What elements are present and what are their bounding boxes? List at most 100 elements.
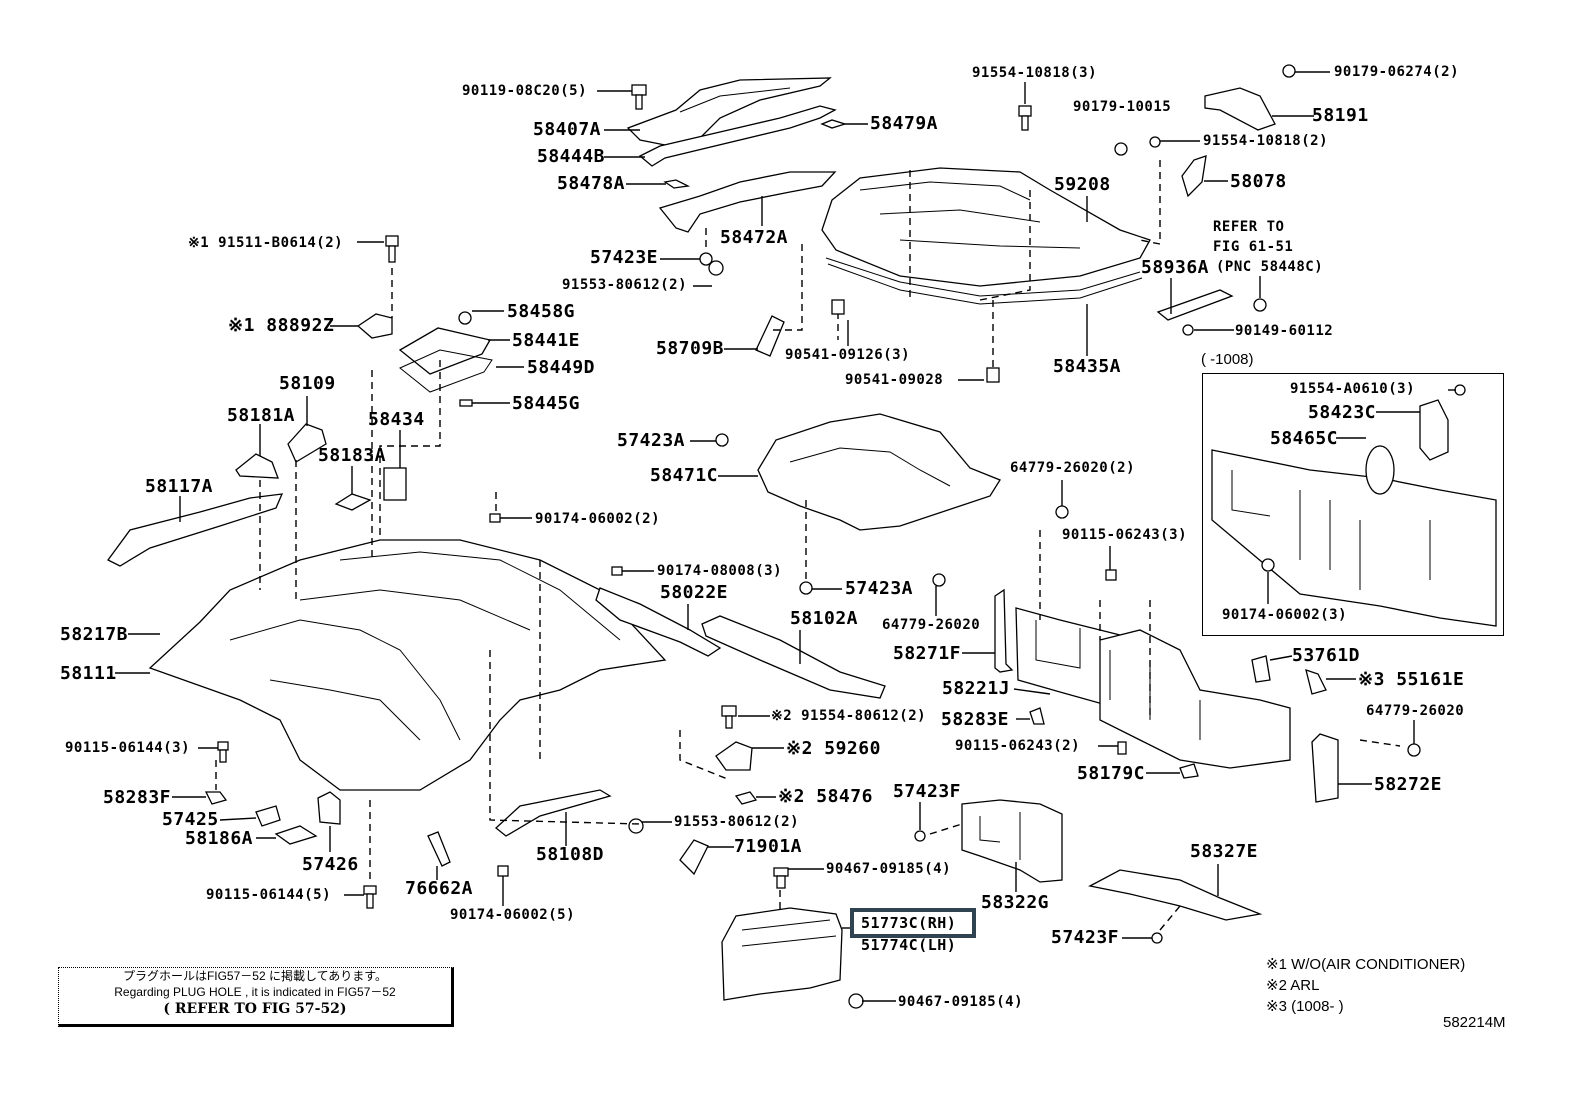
label-58217B[interactable]: 58217B [60,624,129,645]
label-57425[interactable]: 57425 [162,809,219,830]
label-58445G[interactable]: 58445G [512,393,581,414]
label-91554-10818-2[interactable]: 91554-10818(2) [1203,133,1329,149]
label-76662A[interactable]: 76662A [405,878,474,899]
label-90119-08C20[interactable]: 90119-08C20(5) [462,83,588,99]
label-88892Z[interactable]: ※1 88892Z [228,315,335,336]
label-58407A[interactable]: 58407A [533,119,602,140]
label-91554-80612[interactable]: ※2 91554-80612(2) [771,708,927,724]
part-58434-shape [383,467,407,501]
label-51773C-selected[interactable]: 51773C(RH) [861,914,957,932]
label-58471C[interactable]: 58471C [650,465,719,486]
refer-fig-57-52-link[interactable]: ( REFER TO FIG 57-52) [163,1001,347,1017]
label-58936A[interactable]: 58936A [1141,257,1210,278]
part-88892Z-shape [356,313,393,339]
label-58109[interactable]: 58109 [279,373,336,394]
label-58183A[interactable]: 58183A [318,445,387,466]
label-91511-B0614[interactable]: ※1 91511-B0614(2) [188,235,344,251]
label-58221J[interactable]: 58221J [942,678,1011,699]
bolt-90115-06144-3-shape [217,741,229,763]
label-58709B[interactable]: 58709B [656,338,725,359]
footnote-legend: ※1 W/O(AIR CONDITIONER) ※2 ARL ※3 (1008-… [1266,954,1465,1017]
part-51773C-shape [721,907,843,1001]
label-53761D[interactable]: 53761D [1292,645,1361,666]
label-58272E[interactable]: 58272E [1374,774,1443,795]
label-90174-06002-2[interactable]: 90174-06002(2) [535,511,661,527]
label-91553-80612-bot[interactable]: 91553-80612(2) [674,814,800,830]
label-57423A-mid[interactable]: 57423A [845,578,914,599]
label-58186A[interactable]: 58186A [185,828,254,849]
label-inset-58465C[interactable]: 58465C [1270,428,1339,449]
label-58179C[interactable]: 58179C [1077,763,1146,784]
label-58022E[interactable]: 58022E [660,582,729,603]
label-90149-60112[interactable]: 90149-60112 [1235,323,1334,339]
label-inset-91554-A0610[interactable]: 91554-A0610(3) [1290,381,1416,397]
label-58449D[interactable]: 58449D [527,357,596,378]
label-90179-10015[interactable]: 90179-10015 [1073,99,1172,115]
clip-55161E-shape [1305,669,1327,695]
label-59208[interactable]: 59208 [1054,174,1111,195]
label-58444B[interactable]: 58444B [537,146,606,167]
refer-pnc-58448c[interactable]: (PNC 58448C) [1216,259,1324,275]
label-90179-06274[interactable]: 90179-06274(2) [1334,64,1460,80]
label-71901A[interactable]: 71901A [734,836,803,857]
label-57423F-b[interactable]: 57423F [1051,927,1120,948]
label-58181A[interactable]: 58181A [227,405,296,426]
label-58478A[interactable]: 58478A [557,173,626,194]
label-57426[interactable]: 57426 [302,854,359,875]
label-58108D[interactable]: 58108D [536,844,605,865]
label-58102A[interactable]: 58102A [790,608,859,629]
label-58458G[interactable]: 58458G [507,301,576,322]
label-58476[interactable]: ※2 58476 [778,786,873,807]
refer-fig-61-51-link[interactable]: FIG 61-51 [1213,239,1294,255]
label-58479A[interactable]: 58479A [870,113,939,134]
label-58322G[interactable]: 58322G [981,892,1050,913]
label-90174-08008[interactable]: 90174-08008(3) [657,563,783,579]
label-inset-58423C[interactable]: 58423C [1308,402,1377,423]
label-57423A-top[interactable]: 57423A [617,430,686,451]
label-90541-09028[interactable]: 90541-09028 [845,372,944,388]
label-55161E[interactable]: ※3 55161E [1358,669,1465,690]
label-90467-09185-top[interactable]: 90467-09185(4) [826,861,952,877]
label-57423E[interactable]: 57423E [590,247,659,268]
label-58191[interactable]: 58191 [1312,105,1369,126]
clip-58445G-shape [459,399,473,407]
label-57423F-a[interactable]: 57423F [893,781,962,802]
label-90541-09126[interactable]: 90541-09126(3) [785,347,911,363]
label-91553-80612-top[interactable]: 91553-80612(2) [562,277,688,293]
label-58435A[interactable]: 58435A [1053,356,1122,377]
legend-item-3: ※3 (1008- ) [1266,998,1344,1015]
label-59260[interactable]: ※2 59260 [786,738,881,759]
label-90115-06243-3[interactable]: 90115-06243(3) [1062,527,1188,543]
label-58434[interactable]: 58434 [368,409,425,430]
label-90115-06144-3[interactable]: 90115-06144(3) [65,740,191,756]
part-71901A-shape [679,839,709,876]
selected-part-highlight [850,908,976,938]
label-64779-26020-b[interactable]: 64779-26020 [1366,703,1465,719]
clip-58179C-shape [1179,763,1199,779]
label-64779-26020-a[interactable]: 64779-26020 [882,617,981,633]
inset-artwork [1211,384,1497,627]
label-90115-06144-5[interactable]: 90115-06144(5) [206,887,332,903]
legend-item-1: ※1 W/O(AIR CONDITIONER) [1266,956,1466,973]
label-58327E[interactable]: 58327E [1190,841,1259,862]
label-64779-26020-2[interactable]: 64779-26020(2) [1010,460,1136,476]
label-58078[interactable]: 58078 [1230,171,1287,192]
label-58117A[interactable]: 58117A [145,476,214,497]
legend-item-2: ※2 ARL [1266,977,1320,994]
clip-64779-26020-b-shape [1407,743,1421,757]
label-91554-10818-3[interactable]: 91554-10818(3) [972,65,1098,81]
part-58022E-shape [595,587,722,657]
label-58441E[interactable]: 58441E [512,330,581,351]
plate-58476-shape [734,791,758,805]
label-inset-90174-06002[interactable]: 90174-06002(3) [1222,607,1348,623]
label-58472A[interactable]: 58472A [720,227,789,248]
label-58283E[interactable]: 58283E [941,709,1010,730]
label-58283F[interactable]: 58283F [103,787,172,808]
label-51774C[interactable]: 51774C(LH) [861,936,957,954]
bracket-58186A-shape [274,825,318,845]
label-90174-06002-5[interactable]: 90174-06002(5) [450,907,576,923]
label-58271F[interactable]: 58271F [893,643,962,664]
label-58111[interactable]: 58111 [60,663,117,684]
label-90467-09185-bot[interactable]: 90467-09185(4) [898,994,1024,1010]
label-90115-06243-2[interactable]: 90115-06243(2) [955,738,1081,754]
